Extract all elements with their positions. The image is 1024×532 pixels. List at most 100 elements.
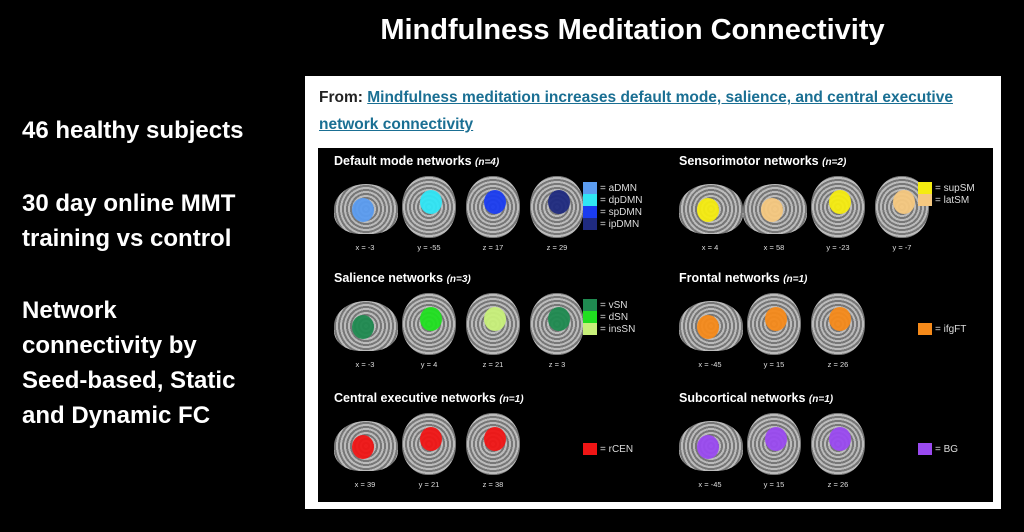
panel-count: (n=1): [783, 274, 808, 285]
legend-swatch: [918, 182, 932, 194]
brain-slice: x = -45: [679, 293, 743, 369]
legend-label: = ifgFT: [935, 323, 967, 335]
panel-title: Salience networks (n=3): [334, 271, 471, 285]
brain-image: [530, 176, 584, 238]
panel-title: Subcortical networks (n=1): [679, 391, 833, 405]
brain-image: [743, 184, 807, 234]
brain-slice: y = -55: [398, 176, 460, 252]
panel-title-text: Sensorimotor networks: [679, 154, 819, 168]
slice-coordinate: x = -45: [698, 480, 722, 489]
legend-item: = supSM: [918, 182, 975, 194]
legend-swatch: [918, 443, 932, 455]
legend-item: = insSN: [583, 323, 635, 335]
panel-count: (n=3): [446, 274, 471, 285]
brain-slice: x = -45: [679, 413, 743, 489]
activation-region: [484, 307, 506, 331]
legend-item: = dpDMN: [583, 194, 643, 206]
legend-swatch: [583, 218, 597, 230]
brain-slice: z = 38: [462, 413, 524, 489]
brain-slice: z = 26: [807, 293, 869, 369]
brain-image: [466, 413, 520, 475]
brain-slice: y = 21: [398, 413, 460, 489]
brain-image: [334, 184, 398, 234]
legend: = BG: [918, 443, 958, 455]
activation-region: [697, 315, 719, 339]
brain-image: [811, 293, 865, 355]
brain-image: [334, 421, 398, 471]
brain-slice: x = -3: [334, 176, 398, 252]
brain-image: [747, 293, 801, 355]
brain-slice: x = -3: [334, 293, 398, 369]
slice-coordinate: x = -3: [355, 360, 375, 369]
legend-label: = aDMN: [600, 182, 637, 194]
legend-swatch: [583, 299, 597, 311]
slice-coordinate: z = 29: [546, 243, 568, 252]
legend-label: = BG: [935, 443, 959, 455]
legend-item: = rCEN: [583, 443, 633, 455]
slice-coordinate: y = 21: [418, 480, 440, 489]
activation-region: [765, 427, 787, 451]
legend-label: = latSM: [935, 194, 970, 206]
legend: = rCEN: [583, 443, 633, 455]
activation-region: [829, 190, 851, 214]
slice-coordinate: x = -3: [355, 243, 375, 252]
slice-coordinate: z = 3: [548, 360, 566, 369]
slice-coordinate: x = 4: [701, 243, 719, 252]
brain-networks-figure: Default mode networks (n=4) x = -3 y = -55…: [318, 148, 993, 502]
legend-swatch: [583, 311, 597, 323]
method-text-2: connectivity by: [22, 332, 197, 359]
legend-label: = spDMN: [600, 206, 642, 218]
slice-coordinate: y = 15: [763, 480, 785, 489]
slice-coordinate: z = 38: [482, 480, 504, 489]
slice-coordinate: x = -45: [698, 360, 722, 369]
legend-label: = rCEN: [600, 443, 634, 455]
legend: = vSN= dSN= insSN: [583, 299, 635, 335]
panel-title-text: Frontal networks: [679, 271, 780, 285]
legend-swatch: [583, 206, 597, 218]
brain-image: [402, 176, 456, 238]
legend-label: = vSN: [600, 299, 628, 311]
brain-image: [747, 413, 801, 475]
activation-region: [829, 427, 851, 451]
brain-image: [811, 413, 865, 475]
brain-slice: z = 29: [526, 176, 588, 252]
slice-coordinate: z = 17: [482, 243, 504, 252]
brain-slice: x = 39: [334, 413, 398, 489]
brain-image: [466, 293, 520, 355]
legend-swatch: [918, 323, 932, 335]
activation-region: [829, 307, 851, 331]
legend-item: = vSN: [583, 299, 635, 311]
training-text-1: 30 day online MMT: [22, 190, 236, 217]
activation-region: [548, 307, 570, 331]
panel-count: (n=1): [808, 394, 834, 405]
legend-item: = ifgFT: [918, 323, 966, 335]
brain-image: [530, 293, 584, 355]
legend-swatch: [918, 194, 932, 206]
brain-slice: y = 4: [398, 293, 460, 369]
brain-image: [466, 176, 520, 238]
method-text-4: and Dynamic FC: [22, 402, 211, 429]
activation-region: [420, 190, 442, 214]
slice-coordinate: x = 58: [763, 243, 785, 252]
panel-count: (n=4): [475, 157, 500, 168]
activation-region: [761, 198, 783, 222]
activation-region: [484, 427, 506, 451]
paper-link[interactable]: Mindfulness meditation increases default…: [319, 89, 953, 133]
subjects-text: 46 healthy subjects: [22, 117, 244, 144]
activation-region: [548, 190, 570, 214]
legend-item: = ipDMN: [583, 218, 643, 230]
panel-title-text: Default mode networks: [334, 154, 472, 168]
activation-region: [484, 190, 506, 214]
activation-region: [420, 307, 442, 331]
legend-item: = latSM: [918, 194, 975, 206]
method-text-3: Seed-based, Static: [22, 367, 236, 394]
slice-coordinate: y = 15: [763, 360, 785, 369]
panel-count: (n=1): [499, 394, 524, 405]
brain-slice: x = 4: [679, 176, 743, 252]
brain-image: [679, 301, 743, 351]
brain-image: [679, 421, 743, 471]
